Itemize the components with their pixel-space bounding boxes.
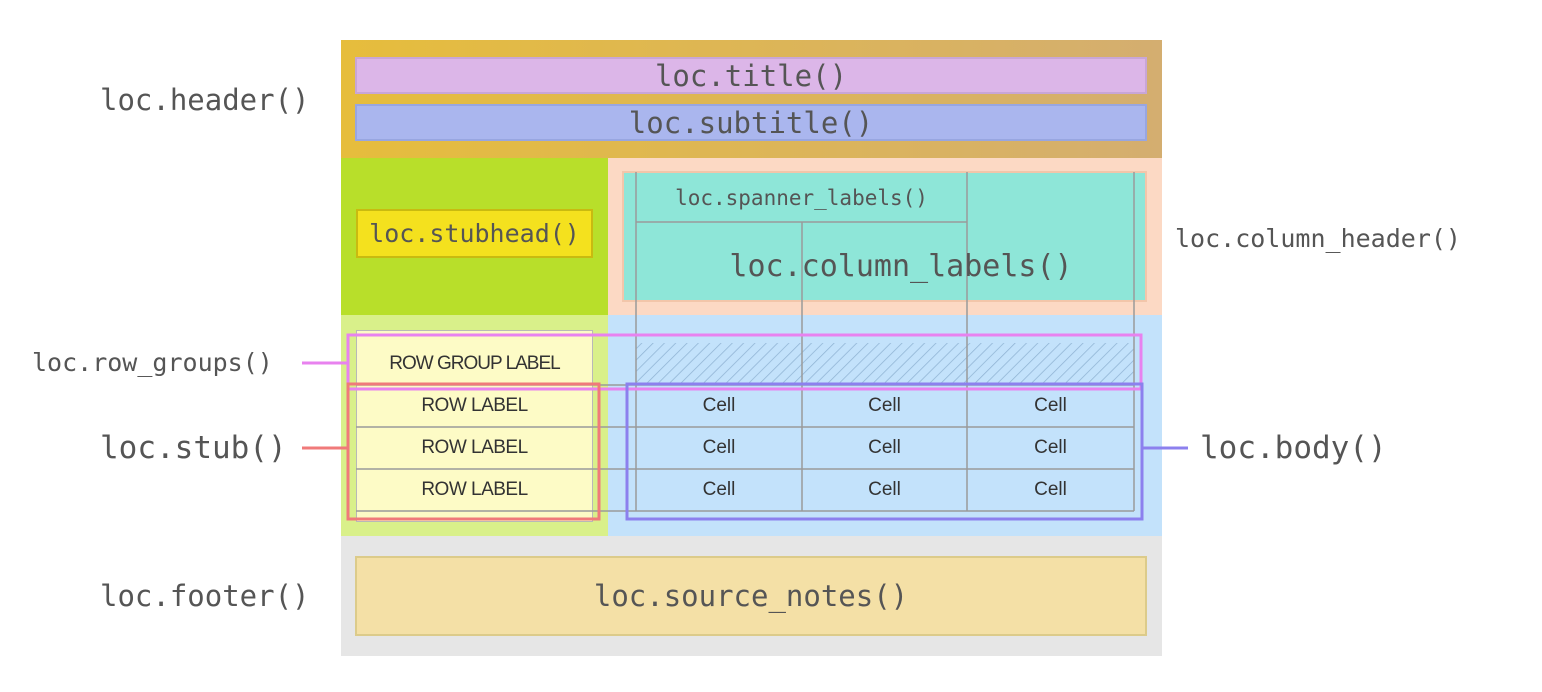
stub-label: loc.stub() [100, 430, 287, 466]
stub-cells [356, 330, 593, 522]
header-label: loc.header() [100, 83, 310, 117]
source-notes-label: loc.source_notes() [593, 579, 909, 613]
row-group-hatch-band [636, 343, 1134, 385]
body-cell: Cell [802, 469, 967, 511]
body-cell-text: Cell [868, 437, 901, 458]
title-box: loc.title() [355, 57, 1147, 94]
row-label-cell: ROW LABEL [356, 469, 593, 511]
row-label-cell: ROW LABEL [356, 427, 593, 469]
stub-outline [346, 382, 601, 521]
body-cell-text: Cell [702, 479, 736, 500]
body-cell: Cell [636, 427, 802, 469]
body-cell: Cell [967, 385, 1134, 427]
stubhead-label: loc.stubhead() [369, 219, 580, 248]
body-label: loc.body() [1200, 430, 1387, 466]
stubhead-box: loc.stubhead() [356, 209, 593, 258]
body-cell-text: Cell [868, 479, 901, 500]
row-group-label-cell: ROW GROUP LABEL [356, 343, 593, 385]
subtitle-box: loc.subtitle() [355, 104, 1147, 141]
body-cell: Cell [802, 427, 967, 469]
row-groups-label: loc.row_groups() [32, 348, 273, 377]
body-cell-text: Cell [1034, 395, 1067, 416]
body-cell: Cell [636, 469, 802, 511]
body-cell-text: Cell [702, 437, 736, 458]
row-label-cell: ROW LABEL [356, 385, 593, 427]
title-label: loc.title() [654, 58, 848, 93]
spanner-labels-label-box: loc.spanner_labels() [636, 176, 967, 220]
column-labels-label: loc.column_labels() [729, 248, 1073, 284]
column-labels-box [622, 171, 1147, 302]
body-cell-text: Cell [702, 395, 736, 416]
footer-label: loc.footer() [100, 579, 310, 613]
body-cell: Cell [636, 385, 802, 427]
source-notes-box: loc.source_notes() [355, 556, 1147, 636]
subtitle-label: loc.subtitle() [628, 105, 874, 140]
body-cell-text: Cell [1034, 437, 1067, 458]
body-cell: Cell [802, 385, 967, 427]
column-header-label: loc.column_header() [1175, 224, 1461, 253]
row-label: ROW LABEL [421, 437, 528, 458]
body-cell: Cell [967, 427, 1134, 469]
column-labels-label-box: loc.column_labels() [636, 240, 1166, 292]
body-cell: Cell [967, 469, 1134, 511]
row-label: ROW LABEL [421, 479, 528, 500]
row-label: ROW LABEL [421, 395, 528, 416]
body-outline [625, 382, 1144, 521]
body-cell-text: Cell [868, 395, 901, 416]
row-group-label: ROW GROUP LABEL [389, 353, 560, 374]
spanner-labels-label: loc.spanner_labels() [675, 186, 928, 210]
body-cell-text: Cell [1034, 479, 1067, 500]
